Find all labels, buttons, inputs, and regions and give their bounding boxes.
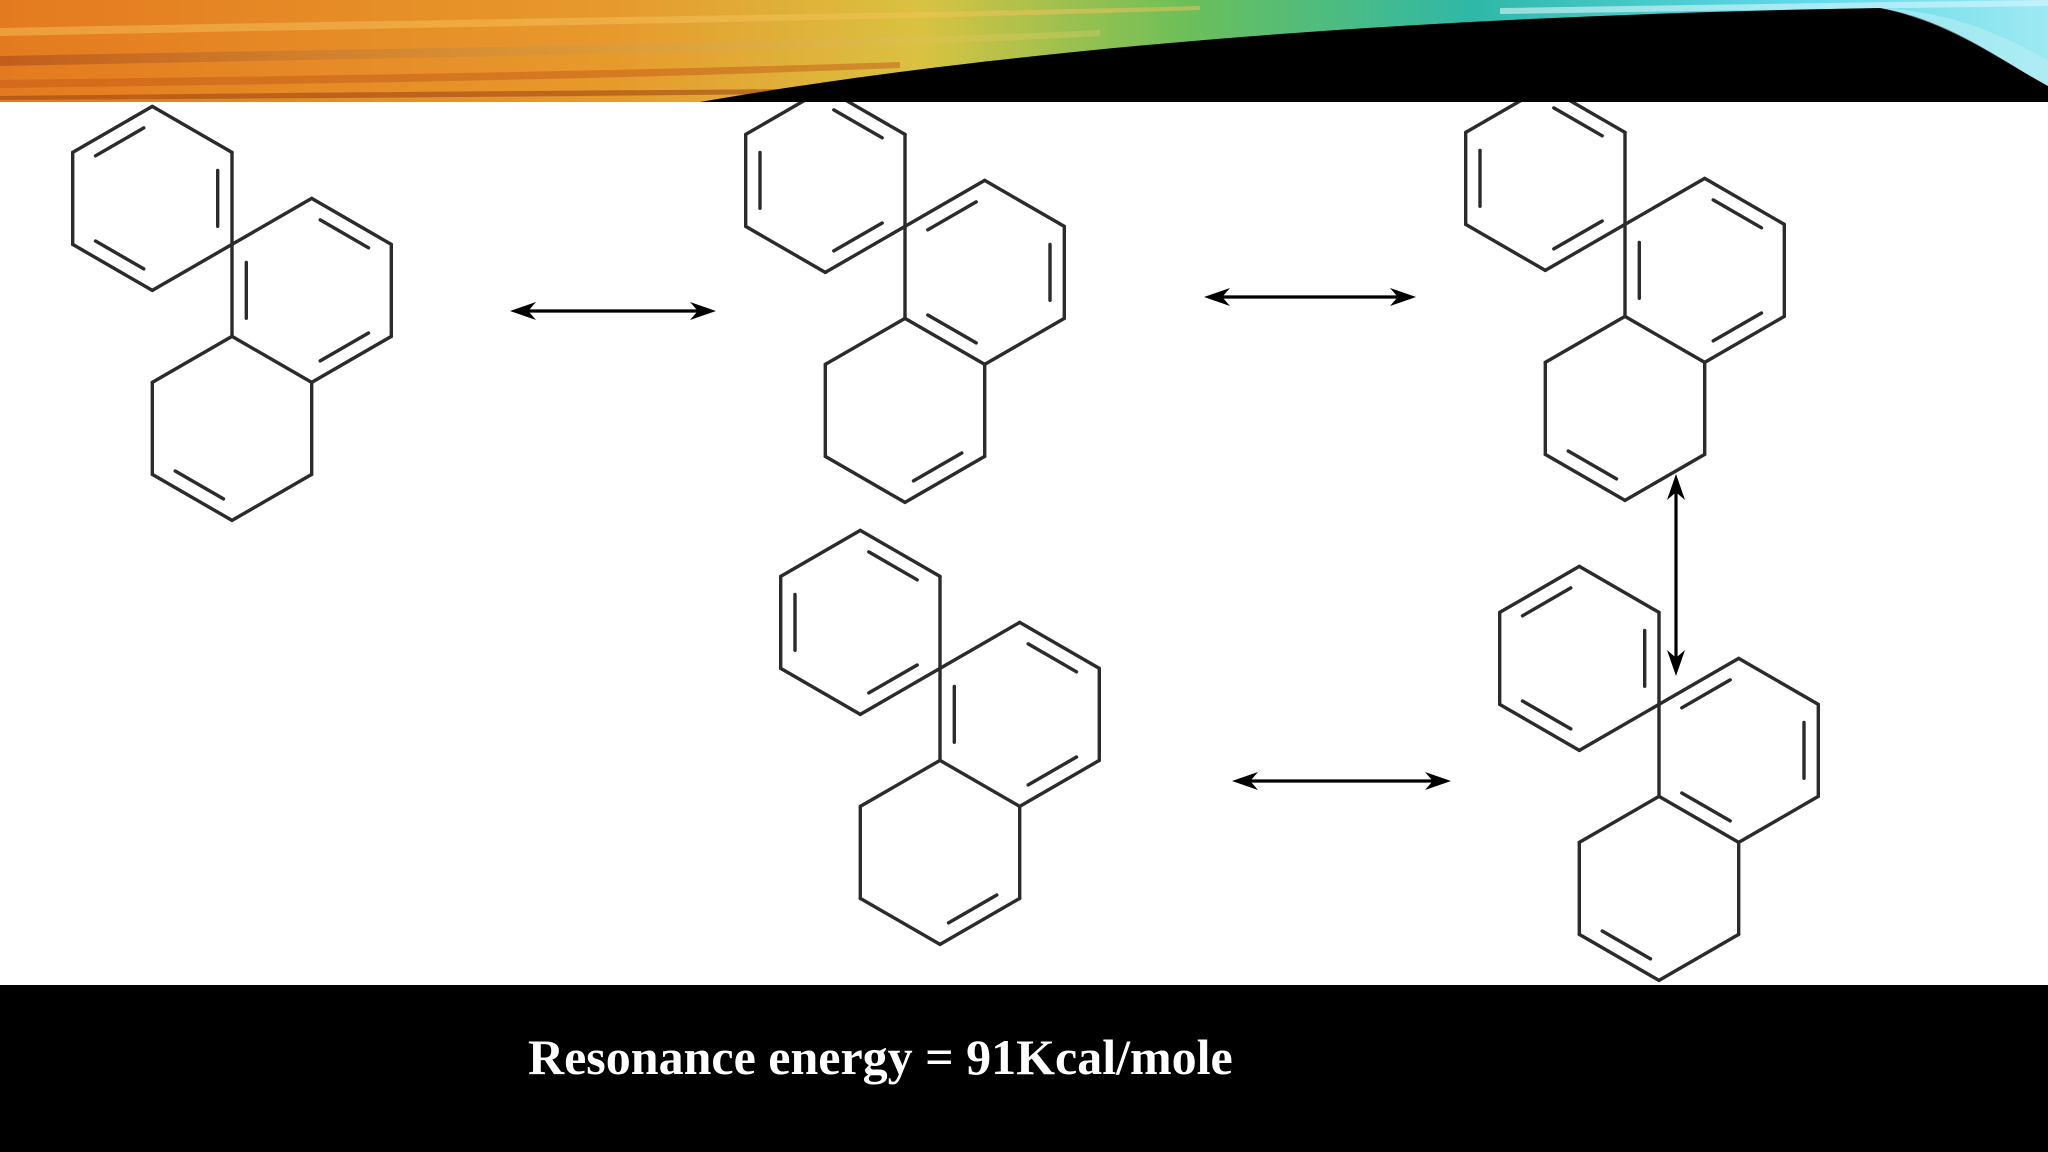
resonance-arrow-3	[1667, 474, 1685, 676]
resonance-arrow-4	[1232, 772, 1451, 790]
resonance-energy-caption: Resonance energy = 91Kcal/mole	[528, 1029, 1233, 1085]
resonance-diagram	[70, 102, 1821, 983]
resonance-structure-4	[1497, 564, 1821, 983]
resonance-arrow-1	[510, 302, 716, 320]
resonance-structure-2	[744, 102, 1067, 505]
resonance-structure-3	[1463, 102, 1787, 503]
decorative-banner	[0, 0, 2048, 102]
resonance-arrow-2	[1204, 288, 1416, 306]
resonance-structure-1	[70, 104, 393, 523]
resonance-structure-5	[779, 528, 1102, 947]
footer-bar	[0, 985, 2048, 1152]
